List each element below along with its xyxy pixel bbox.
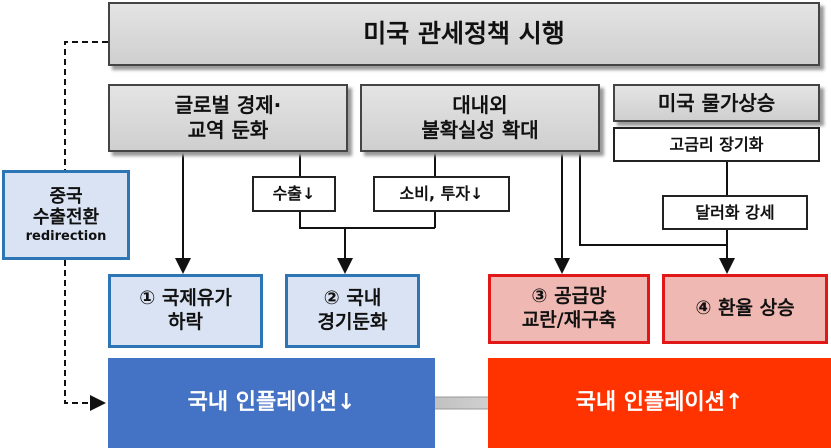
cause-global-text: 글로벌 경제· 교역 둔화 xyxy=(174,93,282,142)
exports-down-text: 수출↓ xyxy=(272,184,316,203)
outcome-up-box: 국내 인플레이션↑ xyxy=(488,358,831,448)
china-line1: 중국 xyxy=(49,185,83,207)
high-rates-box: 고금리 장기화 xyxy=(613,127,820,162)
cause-uncertainty-text: 대내외 불확실성 확대 xyxy=(421,93,539,142)
effect-supply-text: ③ 공급망 교란/재구축 xyxy=(521,285,617,331)
cause-us-inflation: 미국 물가상승 xyxy=(613,84,820,122)
dollar-strong-box: 달러화 강세 xyxy=(662,195,808,230)
effect-economy-box: ② 국내 경기둔화 xyxy=(285,274,420,348)
cause-us-inflation-text: 미국 물가상승 xyxy=(657,90,776,115)
china-line2: 수출전환 xyxy=(32,207,100,229)
high-rates-text: 고금리 장기화 xyxy=(669,134,764,154)
outcome-down-box: 국내 인플레이션↓ xyxy=(108,358,435,448)
connector-line xyxy=(579,152,727,246)
consumption-down-text: 소비, 투자↓ xyxy=(399,184,484,203)
effect-fx-text: ④ 환율 상승 xyxy=(695,297,795,320)
outcome-down-text: 국내 인플레이션↓ xyxy=(187,390,356,416)
dollar-strong-text: 달러화 강세 xyxy=(695,202,775,222)
cause-uncertainty: 대내외 불확실성 확대 xyxy=(360,84,600,152)
cause-global: 글로벌 경제· 교역 둔화 xyxy=(108,84,348,152)
effect-oil-text: ① 국제유가 하락 xyxy=(139,287,232,333)
title-box: 미국 관세정책 시행 xyxy=(108,2,820,66)
exports-down-box: 수출↓ xyxy=(252,176,336,212)
outcome-up-text: 국내 인플레이션↑ xyxy=(575,390,744,416)
effect-supply-box: ③ 공급망 교란/재구축 xyxy=(488,274,650,344)
effect-oil-box: ① 국제유가 하락 xyxy=(108,274,263,348)
china-line3: redirection xyxy=(25,228,107,244)
dashed-redirection-path xyxy=(64,41,108,411)
title-text: 미국 관세정책 시행 xyxy=(363,19,565,49)
consumption-down-box: 소비, 투자↓ xyxy=(373,176,510,212)
effect-fx-box: ④ 환율 상승 xyxy=(662,274,828,344)
connector-line xyxy=(299,212,435,229)
china-redirection-box: 중국 수출전환 redirection xyxy=(2,170,130,260)
effect-economy-text: ② 국내 경기둔화 xyxy=(317,287,388,333)
